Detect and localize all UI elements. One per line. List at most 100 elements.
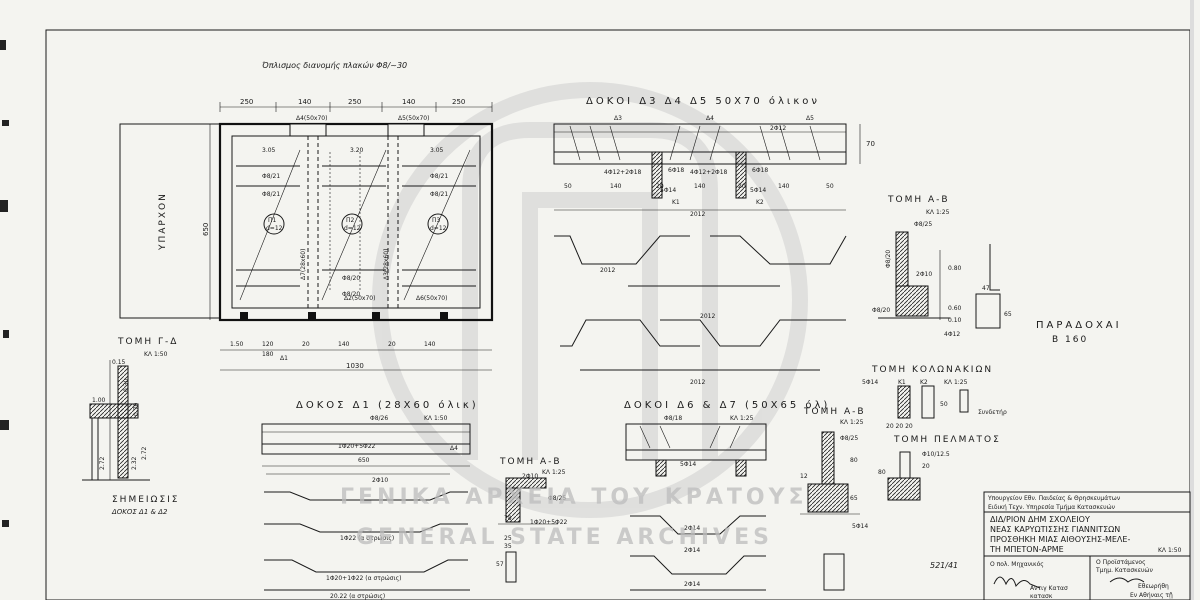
tb-engineer-label: Ο πολ. Μηχανικός — [990, 561, 1044, 568]
plan-beam-label-2: Δ5(50x70) — [398, 115, 429, 122]
plan-bar-label-1: Φ8/21 — [262, 173, 280, 180]
section-ab1-drawing — [878, 231, 1001, 329]
beams-label-6: 2Φ12 — [770, 125, 786, 132]
beam-d1-label-6: 2Φ10 — [372, 477, 388, 484]
plan-beam-label-5: Δ3(28x60) — [383, 249, 390, 280]
section-gd-scale: ΚΛ 1:50 — [144, 351, 168, 358]
title-block — [983, 491, 1191, 600]
section-ab1-label-9: 47 — [982, 285, 990, 292]
tb-checked-label: Αντιγ Κατασ — [1030, 585, 1068, 592]
section-gd-title: ΤΟΜΗ Γ-Δ — [117, 337, 178, 347]
section-ab1-label-8: 4Φ12 — [944, 331, 960, 338]
section-ab2-label-3: 1Φ20+5Φ22 — [530, 519, 568, 526]
section-col-title: ΤΟΜΗ ΚΟΛΩΝΑΚΙΩΝ — [871, 365, 993, 375]
section-ab3-label-1: Φ8/25 — [840, 435, 858, 442]
tb-checked-sub: κατασκ — [1030, 593, 1053, 600]
section-ab3-label-2: 80 — [850, 457, 858, 464]
plan-dim-bottom-2: 120 — [262, 341, 274, 348]
slab-thick-p1: d=12 — [266, 225, 283, 232]
section-ab2-label-1: 2Φ10 — [522, 473, 538, 480]
beam-d6-label-1: Φ8/18 — [664, 415, 682, 422]
plan-dim-top-4: 140 — [402, 98, 415, 106]
section-gd-dim-1: 0.15 — [112, 359, 126, 366]
section-col-label-5: 20 20 20 — [886, 423, 913, 430]
section-footing-drawing — [887, 451, 921, 501]
section-col-label-7: Συνδετήρ — [978, 409, 1007, 416]
tb-engineer-signature — [993, 576, 1041, 589]
beam-d6-label-5: 2Φ14 — [684, 547, 700, 554]
tb-approved-label: Εθεωρήθη — [1138, 583, 1169, 590]
tb-line-4: ΤΗ ΜΠΕΤΟΝ-ΑΡΜΕ — [989, 545, 1064, 554]
beam-d1-label-3: 1Φ20+5Φ22 — [338, 443, 376, 450]
assumptions-title: ΠΑΡΑΔΟΧΑΙ — [1036, 320, 1122, 331]
beam-d6-elevation — [625, 423, 767, 477]
plan-dim-top-1: 250 — [240, 98, 253, 106]
tb-ministry: Υπουργείον Εθν. Παιδείας & Θρησκευμάτων — [987, 495, 1121, 502]
section-gd-dim-4: 2.32 — [131, 456, 138, 470]
plan-dim-bottom-6: 20 — [388, 341, 396, 348]
plan-bar-label-8: 3.05 — [262, 147, 276, 154]
beams-bars — [554, 235, 847, 371]
slab-name-p2: Π2 — [346, 217, 355, 224]
beams-label-1: Δ3 — [614, 115, 622, 122]
beams-dim-1: 50 — [564, 183, 572, 190]
beam-d1-elevation — [261, 423, 471, 467]
beams-label-5: Κ2 — [756, 199, 764, 206]
plan-bar-label-2: Φ8/21 — [262, 191, 280, 198]
section-footing-label-1: Φ10/12.5 — [922, 451, 950, 458]
section-ab3-label-5: 12 — [800, 473, 808, 480]
section-ab3-title: ΤΟΜΗ Α-Β — [803, 407, 866, 417]
section-ab2-label-2: Φ8/25 — [548, 495, 566, 502]
beam-d6-label-2: ΚΛ 1:25 — [730, 415, 754, 422]
section-col-label-6: 50 — [940, 401, 948, 408]
section-ab1-label-6: 0.10 — [948, 317, 962, 324]
notes-title: ΣΗΜΕΙΩΣΙΣ — [112, 495, 179, 505]
section-col-label-3: Κ2 — [920, 379, 928, 386]
beams-label-2: Δ4 — [706, 115, 714, 122]
plan-caption: Όπλισμος διανομής πλακών Φ8/~30 — [262, 60, 407, 70]
beam-d1-label-2: ΚΛ 1:50 — [424, 415, 448, 422]
plan-outline — [218, 122, 494, 322]
watermark-line-2: GENERAL STATE ARCHIVES — [356, 525, 773, 550]
plan-bottom-dimensions: 1.50 120 180 20 140 20 140 1030 — [220, 341, 492, 371]
plan-bar-label-6: Φ8/21 — [430, 191, 448, 198]
section-footing-label-3: 80 — [878, 469, 886, 476]
beams-dim-4: 140 — [694, 183, 706, 190]
tb-chief-signature — [1109, 577, 1145, 583]
slab-name-p3: Π3 — [432, 217, 441, 224]
plan-beam-label-7: Δ2(50x70) — [344, 295, 375, 302]
beam-d1-label-7: 1Φ22 (α στρώσις) — [340, 535, 394, 542]
beams-dim-6: 140 — [778, 183, 790, 190]
slab-thick-p3: d=12 — [430, 225, 447, 232]
beams-label-7: 4Φ12+2Φ18 — [604, 169, 642, 176]
section-ab2-label-4: 25 — [504, 535, 512, 542]
section-ab2-scale: ΚΛ 1:25 — [542, 469, 566, 476]
section-gd-dim-2: 1.00 — [92, 397, 106, 404]
beam-d6-title: ΔΟΚΟΙ Δ6 & Δ7 (50Χ65 όλ) — [624, 399, 830, 411]
section-col-label-2: Κ1 — [898, 379, 906, 386]
plan-dim-bottom-3: 180 — [262, 351, 274, 358]
notes-text: ΔΟΚΟΣ Δ1 & Δ2 — [111, 508, 168, 516]
beam-d1-label-1: Φ8/26 — [370, 415, 388, 422]
plan-bar-label-3: Φ8/20 — [342, 275, 360, 282]
section-gd-drawing — [82, 360, 150, 481]
plan-dim-bottom-5: 140 — [338, 341, 350, 348]
beam-d1-label-8: 1Φ20+1Φ22 (α στρώσις) — [326, 575, 401, 582]
section-footing-title: ΤΟΜΗ ΠΕΛΜΑΤΟΣ — [893, 435, 1001, 445]
beams-dim-3: 20 — [656, 183, 664, 190]
plan-dim-top-5: 250 — [452, 98, 465, 106]
beams-label-12: 5Φ14 — [750, 187, 766, 194]
plan-dim-bottom-1: 1.50 — [230, 341, 244, 348]
beams-elevation — [553, 123, 861, 211]
plan-total-dim: 1030 — [346, 362, 364, 370]
plan-bar-label-9: 3.05 — [430, 147, 444, 154]
plan-dim-top-3: 250 — [348, 98, 361, 106]
section-col-label-1: 5Φ14 — [862, 379, 878, 386]
slab-thick-p2: d=12 — [344, 225, 361, 232]
plan-bar-label-7: 3.20 — [350, 147, 364, 154]
section-ab2-title: ΤΟΜΗ Α-Β — [499, 457, 562, 467]
beam-d6-label-3: 5Φ14 — [680, 461, 696, 468]
archive-seal-watermark — [372, 82, 808, 518]
plan-beam-label-3: Δ6(50x70) — [416, 295, 447, 302]
section-footing-label-2: 20 — [922, 463, 930, 470]
